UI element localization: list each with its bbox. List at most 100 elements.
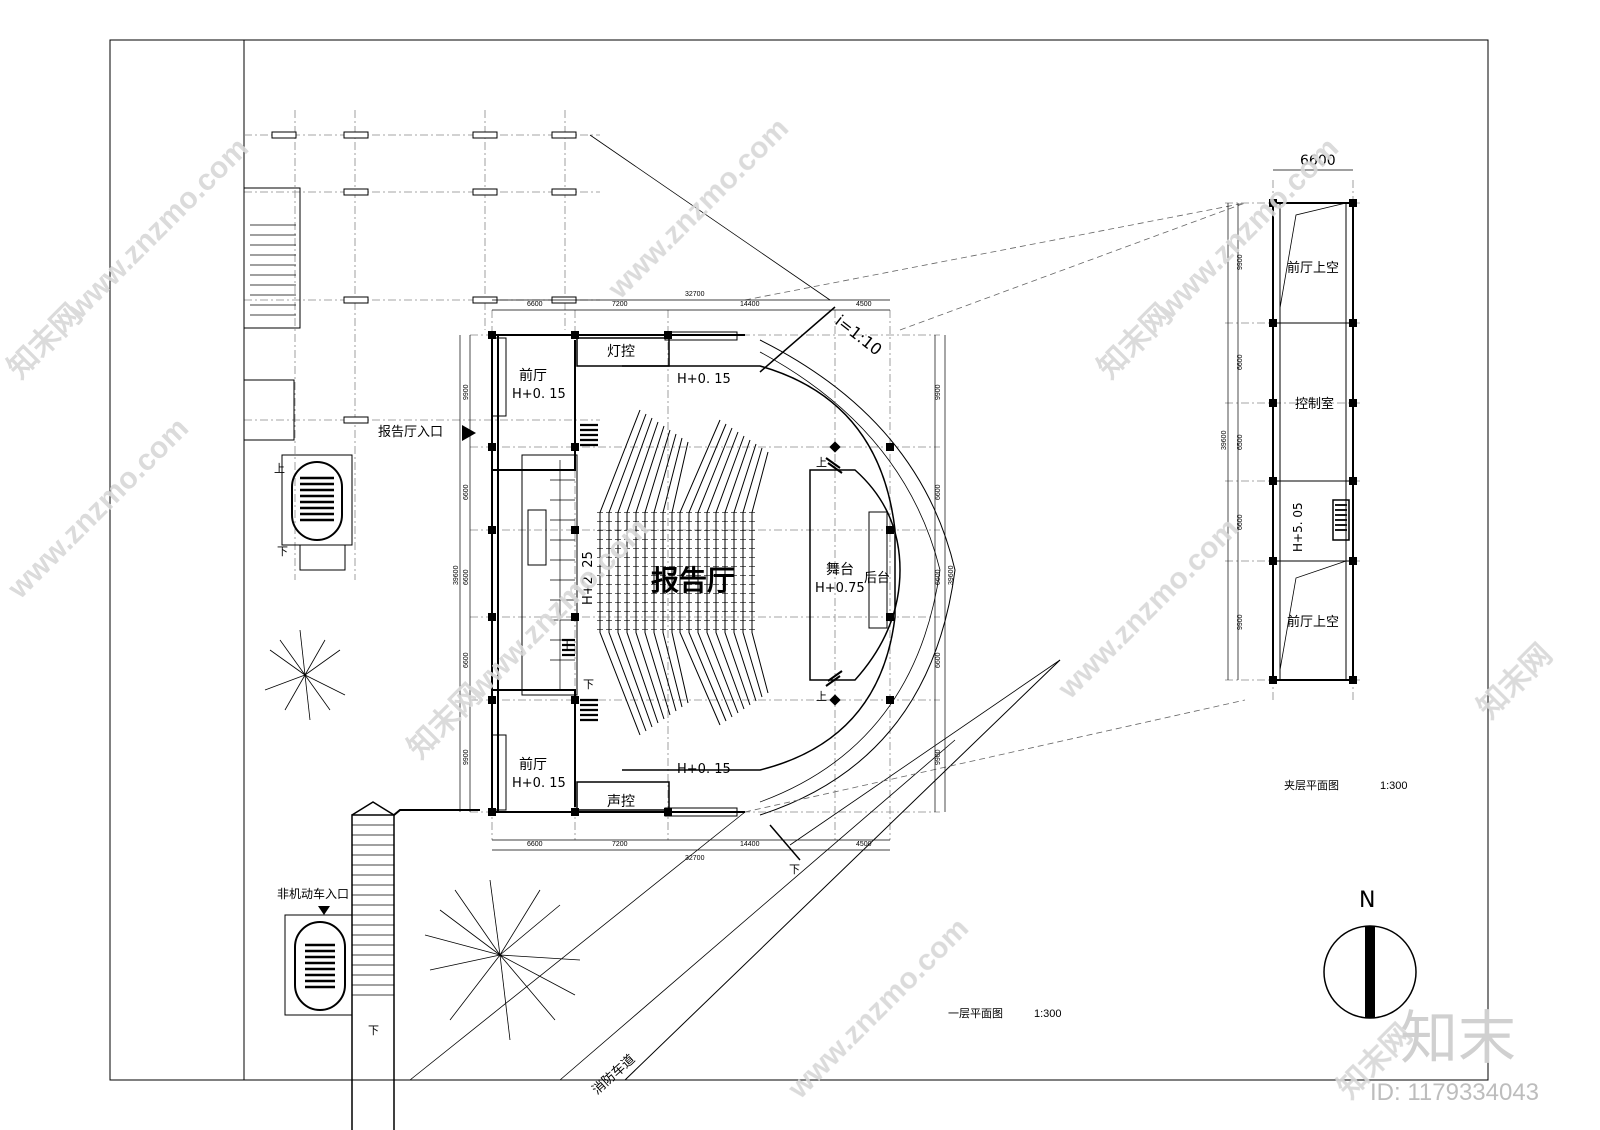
svg-text:9900: 9900	[1237, 614, 1244, 630]
portico-grid: 上 下	[243, 110, 600, 580]
seat-row	[617, 417, 653, 728]
lobby-south-label: 前厅	[519, 756, 547, 773]
lower-left-stair: 非机动车入口 下	[277, 801, 480, 1130]
seat-row	[679, 419, 721, 726]
svg-text:4500: 4500	[856, 301, 872, 308]
corridor-north-level: H+0. 15	[677, 372, 731, 387]
seat-row	[635, 425, 665, 720]
mezz-void-top-label: 前厅上空	[1287, 260, 1339, 276]
svg-text:6600: 6600	[527, 301, 543, 308]
svg-text:www.znzmo.com: www.znzmo.com	[61, 132, 255, 326]
mezz-dimension-text: 9900 6600 6500 6600 9900 39600	[1221, 254, 1244, 630]
ground-floor-scale: 1:300	[1034, 1008, 1062, 1020]
dimension-text-bottom: 6600 7200 14400 4500 32700	[527, 841, 872, 862]
svg-text:www.znzmo.com: www.znzmo.com	[1151, 132, 1345, 326]
gallery-up-label: 上	[562, 640, 573, 653]
control-room-label: 控制室	[1295, 396, 1334, 412]
tree-symbol-2	[424, 879, 581, 1041]
svg-text:39600: 39600	[453, 565, 460, 585]
svg-text:www.znzmo.com: www.znzmo.com	[781, 912, 975, 1106]
svg-text:www.znzmo.com: www.znzmo.com	[1051, 512, 1245, 706]
lobby-north-level: H+0. 15	[512, 387, 566, 402]
mezz-width-dim: 6600	[1300, 153, 1336, 169]
seat-row	[644, 429, 671, 716]
dimension-text-right: 9900 6600 6600 6600 9900 39600	[935, 384, 955, 765]
mezzanine-plan	[1225, 169, 1360, 700]
bike-entrance-label: 非机动车入口	[277, 886, 349, 901]
svg-text:9900: 9900	[463, 384, 470, 400]
sheet-border	[109, 39, 1489, 1081]
svg-text:6600: 6600	[935, 569, 942, 585]
seat-row	[715, 435, 745, 710]
north-arrow-icon	[1323, 925, 1417, 1019]
auditorium-seating	[597, 409, 769, 736]
mezzanine-scale: 1:300	[1380, 780, 1408, 792]
backstage-label: 后台	[864, 571, 890, 586]
stage-up-label-1: 上	[816, 456, 827, 469]
tree-symbol-1	[264, 629, 346, 721]
auditorium-plan: i=1:10	[409, 202, 1246, 1081]
brand-logo: 知末	[1400, 1004, 1516, 1072]
svg-text:6600: 6600	[935, 652, 942, 668]
svg-text:知末网: 知末网	[1472, 638, 1559, 725]
svg-text:6600: 6600	[1237, 514, 1244, 530]
lobby-south-level: H+0. 15	[512, 776, 566, 791]
down-label-2: 下	[368, 1024, 379, 1037]
auditorium-label: 报告厅	[651, 564, 735, 597]
svg-text:6600: 6600	[463, 652, 470, 668]
light-control-label: 灯控	[607, 344, 635, 360]
svg-text:9900: 9900	[1237, 254, 1244, 270]
seat-row	[724, 439, 751, 706]
mezzanine-title: 夹层平面图	[1284, 779, 1339, 792]
mezz-void-bottom-label: 前厅上空	[1287, 614, 1339, 630]
stage-up-label-2: 上	[816, 690, 827, 703]
up-label: 上	[274, 462, 285, 475]
svg-text:6600: 6600	[527, 841, 543, 848]
seat-row	[706, 431, 739, 714]
seat-row	[626, 421, 659, 724]
gallery-down-label: 下	[583, 678, 594, 691]
svg-text:39600: 39600	[948, 565, 955, 585]
svg-text:32700: 32700	[685, 291, 705, 298]
seat-row	[671, 441, 689, 704]
svg-text:14400: 14400	[740, 841, 760, 848]
svg-text:9900: 9900	[935, 749, 942, 765]
svg-text:32700: 32700	[685, 855, 705, 862]
svg-text:6600: 6600	[1237, 354, 1244, 370]
stage-label: 舞台	[826, 562, 854, 578]
dimension-lines	[459, 299, 946, 851]
svg-text:14400: 14400	[740, 301, 760, 308]
svg-text:6600: 6600	[463, 569, 470, 585]
gallery-level-label: H+2. 25	[581, 551, 596, 605]
seat-row	[733, 443, 757, 702]
seat-row	[751, 451, 769, 694]
seat-row	[742, 447, 763, 698]
svg-text:www.znzmo.com: www.znzmo.com	[601, 112, 795, 306]
seat-row	[697, 427, 733, 718]
svg-text:9900: 9900	[463, 749, 470, 765]
svg-text:6600: 6600	[463, 484, 470, 500]
sound-control-label: 声控	[607, 794, 635, 810]
seat-row	[608, 413, 647, 732]
svg-text:7200: 7200	[612, 841, 628, 848]
corridor-south-level: H+0. 15	[677, 762, 731, 777]
lobby-north-label: 前厅	[519, 367, 547, 384]
seat-row	[688, 423, 727, 722]
north-label: N	[1359, 888, 1375, 913]
svg-text:9900: 9900	[935, 384, 942, 400]
entrance-arrow-icon	[462, 425, 476, 441]
dimension-text-top: 6600 7200 14400 4500 32700	[527, 291, 872, 308]
dimension-text-left: 9900 6600 6600 6600 9900 39600	[453, 384, 470, 765]
svg-text:4500: 4500	[856, 841, 872, 848]
svg-text:7200: 7200	[612, 301, 628, 308]
mezz-level-label: H+5. 05	[1291, 502, 1305, 552]
ground-floor-title: 一层平面图	[948, 1007, 1003, 1020]
svg-text:6500: 6500	[1237, 434, 1244, 450]
svg-text:www.znzmo.com: www.znzmo.com	[1, 412, 195, 606]
down-label: 下	[277, 545, 288, 558]
seat-row	[653, 433, 677, 712]
svg-text:39600: 39600	[1221, 430, 1228, 450]
stage-level-label: H+0.75	[815, 581, 865, 596]
image-id-label: ID: 1179334043	[1370, 1079, 1539, 1106]
